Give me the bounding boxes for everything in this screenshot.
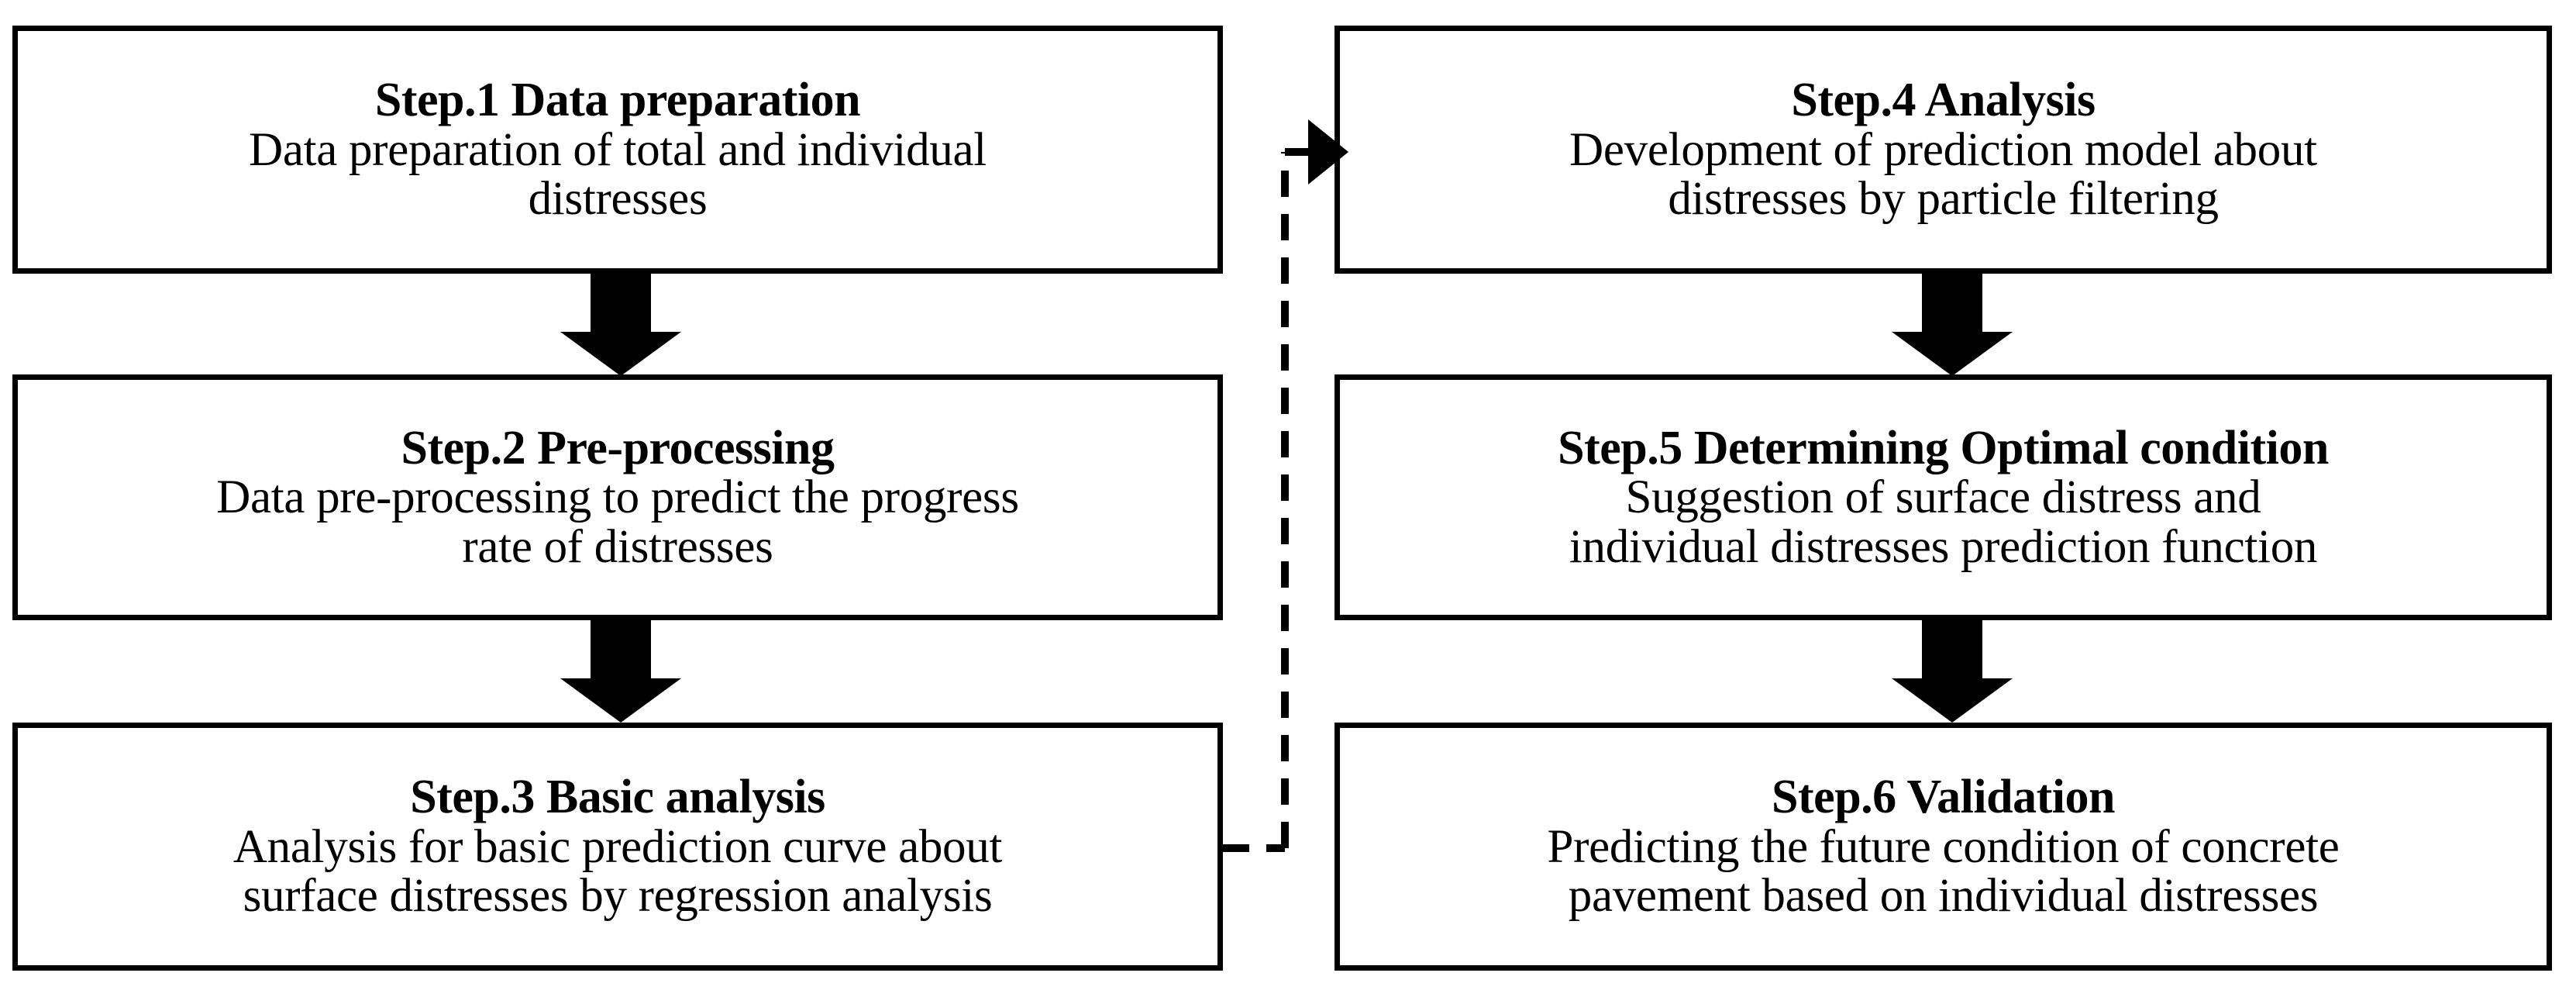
step-2-desc-line-1: Data pre-processing to predict the progr… [216,471,1019,524]
step-6-desc-line-1: Predicting the future condition of concr… [1547,820,2340,873]
step-box-3[interactable]: Step.3 Basic analysis Analysis for basic… [12,723,1223,971]
step-3-desc-line-2: surface distresses by regression analysi… [243,870,993,923]
step-5-desc-line-2: individual distresses prediction functio… [1569,520,2318,573]
step-3-desc-line-1: Analysis for basic prediction curve abou… [232,820,1003,873]
step-5-title: Step.5 Determining Optimal condition [1558,421,2329,474]
step-4-title: Step.4 Analysis [1791,74,2096,127]
step-box-5[interactable]: Step.5 Determining Optimal condition Sug… [1334,374,2552,620]
step-2-title: Step.2 Pre-processing [401,421,835,474]
step-2-desc-line-2: rate of distresses [462,520,773,573]
arrow-step5-to-step6 [1892,619,2013,723]
step-3-title: Step.3 Basic analysis [410,771,825,824]
step-box-1[interactable]: Step.1 Data preparation Data preparation… [12,26,1223,274]
step-6-title: Step.6 Validation [1772,771,2115,824]
step-box-4[interactable]: Step.4 Analysis Development of predictio… [1334,26,2552,274]
step-6-desc-line-2: pavement based on individual distresses [1568,870,2319,923]
step-1-desc-line-1: Data preparation of total and individual [249,123,987,176]
step-1-title: Step.1 Data preparation [374,74,861,127]
arrow-step1-to-step2 [560,273,681,376]
step-5-desc-line-1: Suggestion of surface distress and [1625,471,2261,524]
step-box-6[interactable]: Step.6 Validation Predicting the future … [1334,723,2552,971]
arrow-step3-to-step4 [1217,116,1348,861]
step-box-2[interactable]: Step.2 Pre-processing Data pre-processin… [12,374,1223,620]
arrow-step2-to-step3 [560,619,681,723]
step-4-desc-line-1: Development of prediction model about [1569,123,2317,176]
arrow-step4-to-step5 [1892,273,2013,376]
step-1-desc-line-2: distresses [528,173,708,226]
step-4-desc-line-2: distresses by particle filtering [1668,173,2219,226]
